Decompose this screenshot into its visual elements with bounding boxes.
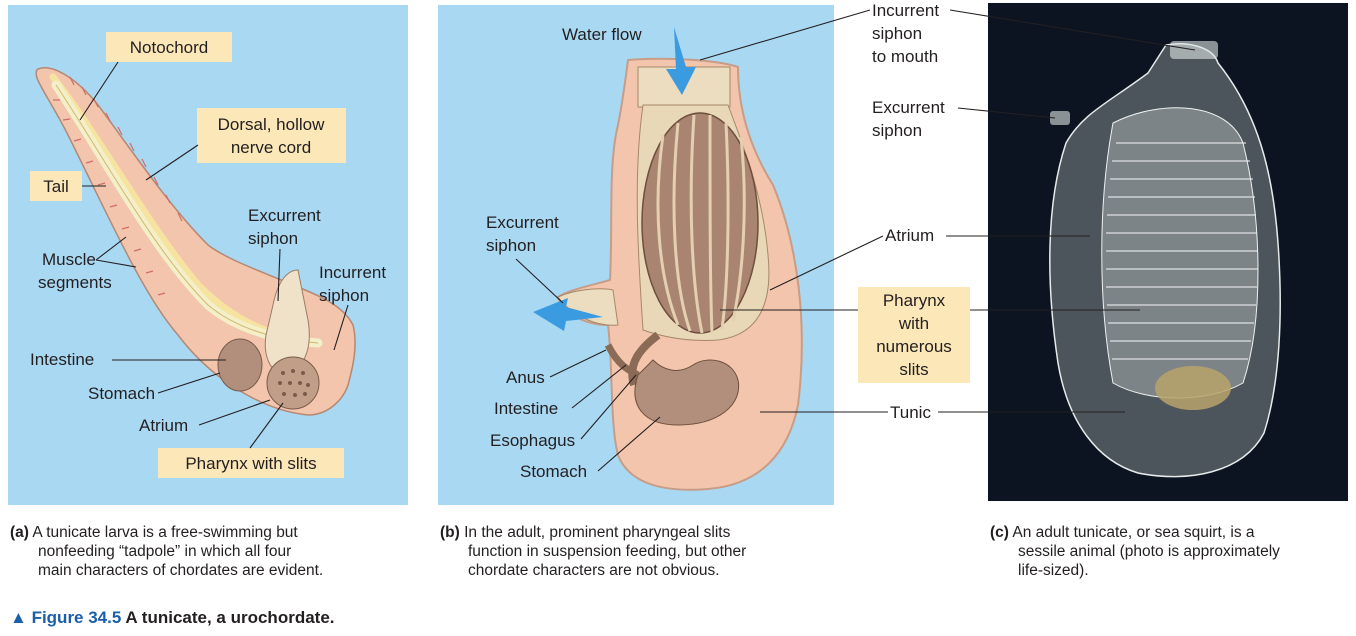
intestine-shape [604,343,640,379]
caption-c-line1: An adult tunicate, or sea squirt, is a [1012,524,1255,541]
label-intestine: Intestine [494,399,558,418]
label-pharynx-photo-line4: slits [899,360,928,379]
adult-tunicate-diagram: Water flow Excurrent siphon Anus Intesti… [438,5,834,505]
larva-diagram: Notochord Dorsal, hollow nerve cord Tail… [8,5,408,505]
tail-label-box [30,171,82,201]
esophagus-shape [628,331,661,387]
panel-a-leader-lines [79,61,349,449]
panel-b: Water flow Excurrent siphon Anus Intesti… [438,5,834,505]
label-esophagus: Esophagus [490,431,575,450]
pharynx-label-box [158,448,344,478]
excurrent-flow-arrow [533,298,603,331]
label-muscle-line2: segments [38,273,112,292]
label-atrium-photo: Atrium [885,226,934,245]
caption-a-line2: nonfeeding “tadpole” in which all four [38,543,292,560]
label-incurrent-to-mouth-line1: Incurrent [872,1,939,20]
label-incurrent-to-mouth-line2: siphon [872,24,922,43]
panel-a: Notochord Dorsal, hollow nerve cord Tail… [8,5,408,505]
label-incurrent-line2: siphon [319,286,369,305]
triangle-marker-icon: ▲ [10,608,27,627]
label-anus: Anus [506,368,545,387]
caption-a-line1: A tunicate larva is a free-swimming but [32,524,298,541]
label-nerve-cord-line1: Dorsal, hollow [218,115,325,134]
label-excurrent-line1: Excurrent [486,213,559,232]
label-muscle-line1: Muscle [42,250,96,269]
label-intestine: Intestine [30,350,94,369]
label-excurrent-line2: siphon [248,229,298,248]
excurrent-siphon-photo [1050,111,1070,125]
label-pharynx-with-slits: Pharynx with slits [185,454,316,473]
stomach-shape [634,359,740,426]
nerve-cord-label-box [197,108,346,163]
caption-a: (a) A tunicate larva is a free-swimming … [10,523,410,580]
label-stomach: Stomach [520,462,587,481]
figure-number: Figure 34.5 [31,608,122,627]
label-pharynx-photo-line3: numerous [876,337,952,356]
caption-c-line3: life-sized). [1018,562,1089,579]
figure-title-text: A tunicate, a urochordate. [125,608,335,627]
atrium-shape [264,269,310,374]
label-atrium: Atrium [139,416,188,435]
pharynx-slit-dots [278,369,310,397]
figure-title: ▲ Figure 34.5 A tunicate, a urochordate. [10,608,335,628]
label-tunic: Tunic [890,403,931,422]
panel-b-leader-lines [515,258,661,472]
photo-background [988,3,1348,501]
caption-c-line2: sessile animal (photo is approximately [1018,543,1280,560]
pharynx-basket-photo [1101,107,1259,399]
caption-b: (b) In the adult, prominent pharyngeal s… [440,523,840,580]
caption-c: (c) An adult tunicate, or sea squirt, is… [990,523,1352,580]
panel-c [988,3,1348,501]
label-excurrent-photo-line1: Excurrent [872,98,945,117]
caption-b-line2: function in suspension feeding, but othe… [468,543,747,560]
pharynx-photo-label-box [858,287,970,383]
label-tail: Tail [43,177,69,196]
label-excurrent-line2: siphon [486,236,536,255]
caption-b-line1: In the adult, prominent pharyngeal slits [464,524,731,541]
label-excurrent-line1: Excurrent [248,206,321,225]
pharynx-shape [266,356,320,410]
incurrent-siphon-photo [1170,41,1218,59]
caption-b-tag: (b) [440,524,460,541]
gut-photo [1155,366,1231,410]
label-stomach: Stomach [88,384,155,403]
muscle-segment-ticks [53,76,183,296]
label-pharynx-photo-line1: Pharynx [883,291,946,310]
notochord-label-box [106,32,232,62]
label-pharynx-photo-line2: with [898,314,929,333]
water-flow-arrow [666,27,696,95]
caption-a-tag: (a) [10,524,29,541]
tunicate-photo [988,3,1348,501]
caption-b-line3: chordate characters are not obvious. [468,562,720,579]
label-notochord: Notochord [130,38,208,57]
caption-a-line3: main characters of chordates are evident… [38,562,324,579]
slit-rows-photo [1106,142,1258,360]
nerve-cord [49,73,277,337]
stomach-shape [217,338,263,392]
label-nerve-cord-line2: nerve cord [231,138,311,157]
label-incurrent-line1: Incurrent [319,263,386,282]
label-excurrent-photo-line2: siphon [872,121,922,140]
tunicate-body [1049,43,1281,478]
pharynx-slit-columns [656,114,746,334]
caption-c-tag: (c) [990,524,1009,541]
label-incurrent-to-mouth-line3: to mouth [872,47,938,66]
label-water-flow: Water flow [562,25,642,44]
